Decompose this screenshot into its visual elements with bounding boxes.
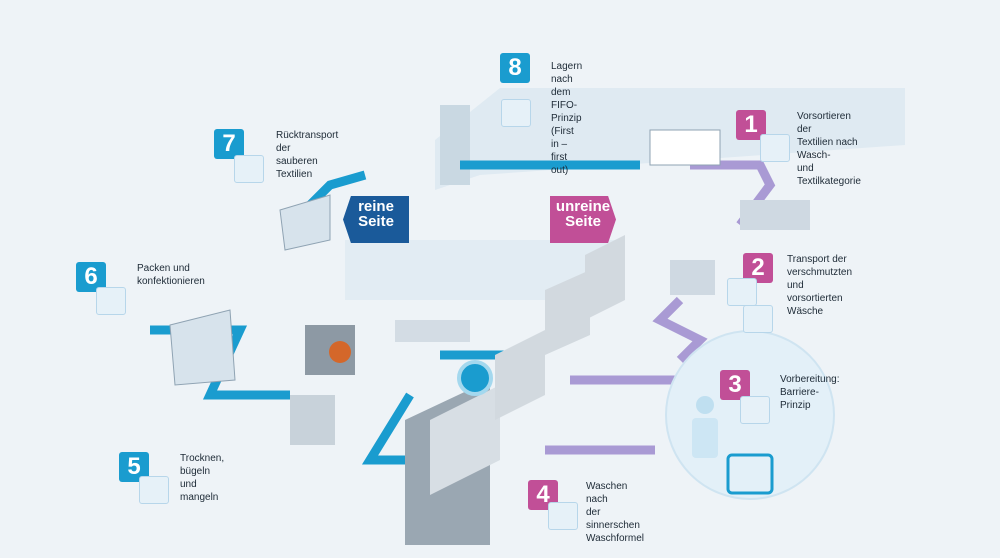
step-number: 8	[500, 53, 530, 83]
washing-machine	[545, 270, 590, 355]
hospital-bed	[649, 129, 721, 166]
step-number: 1	[736, 110, 766, 140]
box-icon	[727, 278, 757, 306]
washing-machine	[430, 385, 500, 495]
step-number: 3	[720, 370, 750, 400]
clean-side-label: reine Seite	[343, 196, 409, 243]
step-label: Trocknen, bügeln und mangeln	[180, 453, 225, 503]
sorting-cart	[740, 200, 810, 230]
flask-timer-icon	[548, 502, 578, 530]
dirty-trolley	[670, 260, 715, 295]
path-transport	[652, 296, 708, 364]
packing-shelf	[169, 309, 236, 386]
heat-icon	[139, 476, 169, 504]
step-number: 6	[76, 262, 106, 292]
washing-machine	[495, 330, 545, 420]
storage-shelf	[440, 105, 470, 185]
cart-icon	[234, 155, 264, 183]
dryer-door	[329, 341, 351, 363]
step-label: Lagern nach dem FIFO-Prinzip (First in –…	[551, 61, 583, 176]
worker-body	[692, 418, 718, 458]
step-label: Waschen nach der sinnerschen Waschformel	[586, 481, 644, 544]
scissors-icon	[740, 396, 770, 424]
step-label: Packen und konfektionieren	[137, 263, 205, 287]
ironing-unit	[290, 395, 335, 445]
step-number: 2	[743, 253, 773, 283]
step-label: Transport der verschmutzten und vorsorti…	[787, 254, 853, 317]
box-icon	[96, 287, 126, 315]
wash-drum-icon	[457, 360, 493, 396]
recycle-bin-icon	[726, 453, 774, 495]
cart-icon	[743, 305, 773, 333]
laundry-cart	[395, 320, 470, 342]
step-label: Vorsortieren der Textilien nach Wasch- u…	[797, 111, 861, 187]
step-number: 4	[528, 480, 558, 510]
clean-trolley	[279, 194, 331, 251]
step-label: Rücktransport der sauberen Textilien	[276, 130, 339, 180]
dirty-side-label: unreine Seite	[550, 196, 616, 243]
step-number: 7	[214, 129, 244, 159]
step-label: Vorbereitung: Barriere-Prinzip	[780, 374, 840, 411]
separation-wall	[345, 240, 625, 300]
recycle-icon	[760, 134, 790, 162]
shelf-icon	[501, 99, 531, 127]
washing-machine	[585, 235, 625, 320]
worker-head	[696, 396, 714, 414]
